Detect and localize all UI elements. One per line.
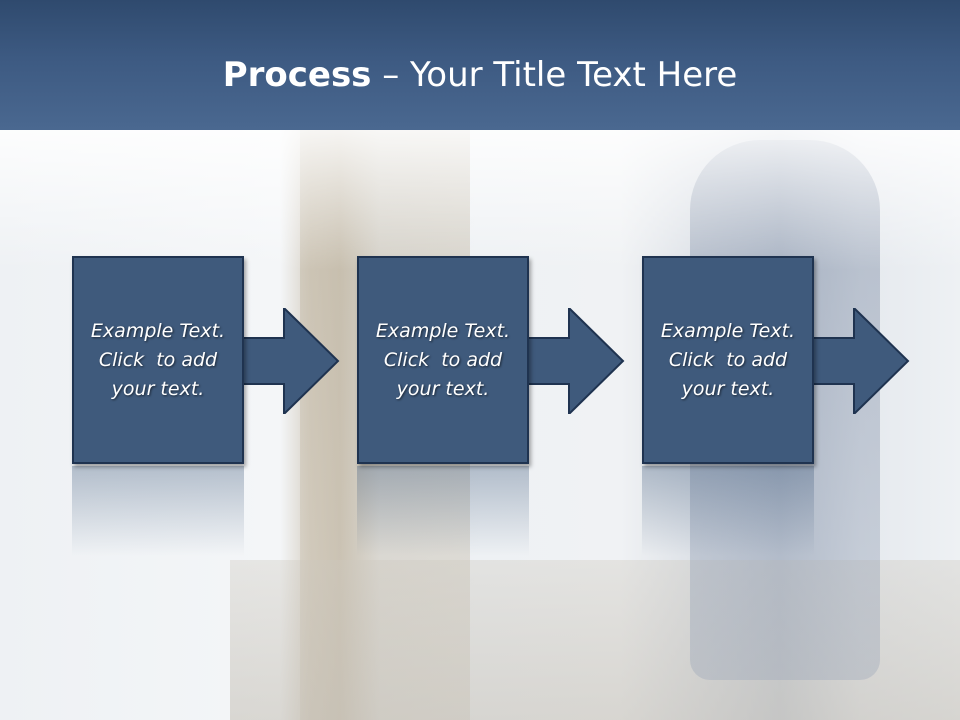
step-reflection bbox=[72, 466, 244, 556]
step-text: Example Text. Click to add your text. bbox=[661, 317, 795, 404]
step-text-line: Click to add bbox=[668, 348, 788, 371]
step-text-line: your text. bbox=[396, 377, 490, 400]
step-text-line: your text. bbox=[681, 377, 775, 400]
step-text: Example Text. Click to add your text. bbox=[91, 317, 225, 404]
right-arrow-icon[interactable] bbox=[241, 305, 342, 417]
step-reflection bbox=[642, 466, 814, 556]
step-text-line: Example Text. bbox=[375, 319, 511, 342]
step-text-line: your text. bbox=[111, 377, 205, 400]
step-text-line: Click to add bbox=[383, 348, 503, 371]
step-text-box[interactable]: Example Text. Click to add your text. bbox=[642, 256, 814, 464]
right-arrow-icon[interactable] bbox=[811, 305, 912, 417]
background-fade bbox=[0, 130, 960, 270]
step-text-box[interactable]: Example Text. Click to add your text. bbox=[357, 256, 529, 464]
step-text: Example Text. Click to add your text. bbox=[376, 317, 510, 404]
step-reflection bbox=[357, 466, 529, 556]
step-text-box[interactable]: Example Text. Click to add your text. bbox=[72, 256, 244, 464]
step-text-line: Example Text. bbox=[660, 319, 796, 342]
slide-title[interactable]: Process – Your Title Text Here bbox=[0, 52, 960, 98]
step-text-line: Click to add bbox=[98, 348, 218, 371]
background-floor bbox=[230, 560, 960, 720]
title-rest-text: – Your Title Text Here bbox=[371, 55, 738, 95]
right-arrow-icon[interactable] bbox=[526, 305, 627, 417]
title-bar: Process – Your Title Text Here bbox=[0, 0, 960, 130]
title-bold-text: Process bbox=[222, 55, 372, 95]
step-text-line: Example Text. bbox=[90, 319, 226, 342]
